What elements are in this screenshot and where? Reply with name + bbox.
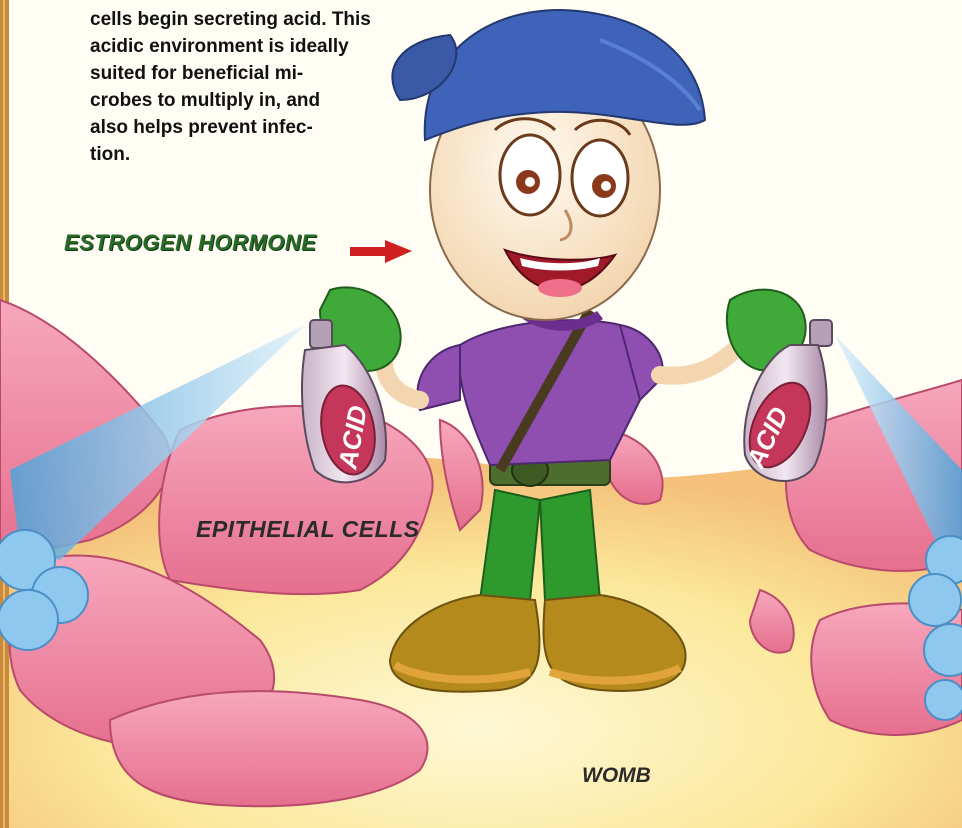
- body-paragraph: cells begin secreting acid. This acidic …: [90, 6, 410, 168]
- paragraph-line: crobes to multiply in, and: [90, 87, 410, 114]
- paragraph-line: also helps prevent infec-: [90, 114, 410, 141]
- paragraph-line: tion.: [90, 141, 410, 168]
- estrogen-hormone-label: ESTROGEN HORMONE: [64, 230, 316, 256]
- paragraph-line: acidic environment is ideally: [90, 33, 410, 60]
- paragraph-line: suited for beneficial mi-: [90, 60, 410, 87]
- paragraph-line: cells begin secreting acid. This: [90, 6, 410, 33]
- epithelial-cells-label: EPITHELIAL CELLS: [196, 516, 420, 543]
- womb-label: WOMB: [582, 764, 651, 788]
